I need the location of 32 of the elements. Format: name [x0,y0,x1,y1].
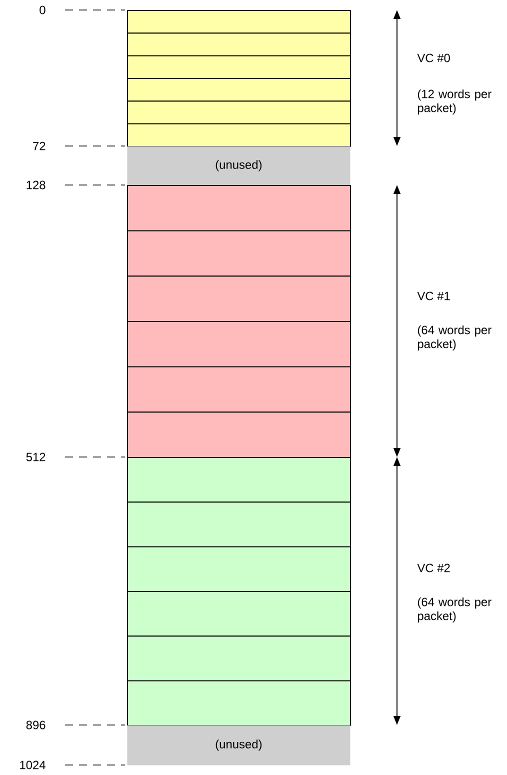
memory-block [127,680,351,726]
memory-block [127,55,351,79]
memory-block [127,591,351,637]
memory-block [127,32,351,56]
memory-block [127,276,351,322]
channel-label: VC #2 [417,564,450,572]
memory-block [127,321,351,368]
memory-block [127,123,351,147]
memory-block [127,366,351,413]
channel-label: VC #1 [417,292,450,300]
memory-block [127,636,351,682]
memory-block [127,457,351,503]
unused-region: (unused) [127,146,350,186]
packet-size-note: (64 words per packet) [418,597,492,623]
memory-block [127,100,351,124]
channel-label: VC #0 [417,54,450,62]
address-label: 512 [26,452,46,462]
address-label: 1024 [20,760,46,770]
memory-block [127,185,351,232]
memory-block [127,412,351,458]
memory-block [127,546,351,592]
address-label: 896 [26,720,46,730]
memory-block [127,10,351,34]
packet-size-note: (12 words per packet) [418,89,492,115]
address-label: 0 [40,6,46,14]
memory-block [127,230,351,277]
packet-size-note: (64 words per packet) [418,325,492,351]
memory-block [127,502,351,548]
address-label: 72 [33,142,46,150]
unused-region: (unused) [127,725,350,766]
address-label: 128 [26,180,46,190]
memory-block [127,78,351,102]
